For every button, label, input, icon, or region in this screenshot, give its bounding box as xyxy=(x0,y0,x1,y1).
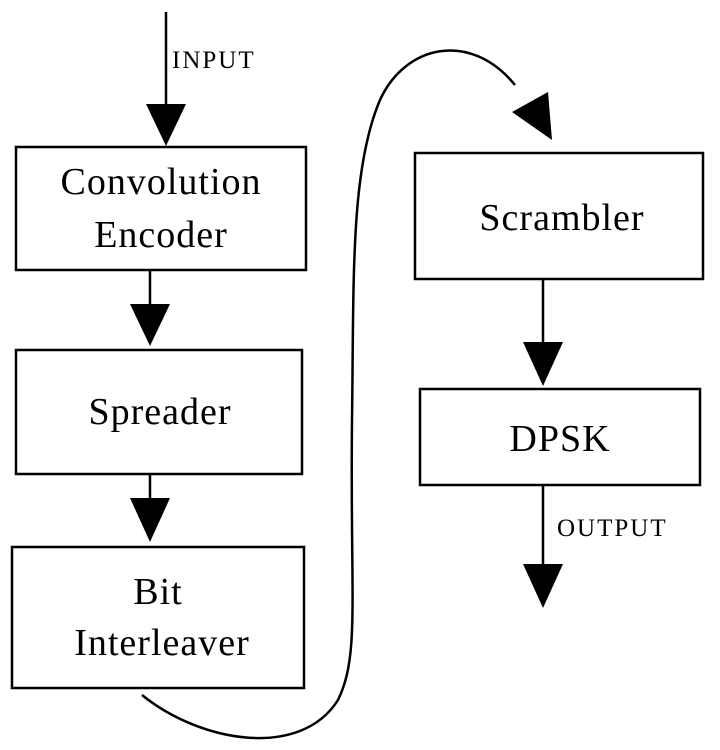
output-arrow xyxy=(523,485,563,608)
dpsk-block: DPSK xyxy=(418,387,702,487)
arrow-scrambler-to-dpsk xyxy=(523,279,563,386)
curve-interleaver-to-scrambler xyxy=(141,49,552,740)
convolution-encoder-label-line-1: Convolution xyxy=(60,161,261,203)
input-arrow xyxy=(146,12,186,146)
dpsk-label: DPSK xyxy=(509,418,610,460)
bit-interleaver-label-line-2: Interleaver xyxy=(74,622,250,664)
input-label: INPUT xyxy=(172,47,256,74)
scrambler-block: Scrambler xyxy=(413,151,705,281)
spreader-block: Spreader xyxy=(14,348,304,476)
convolution-encoder-block: Convolution Encoder xyxy=(14,145,308,272)
scrambler-label: Scrambler xyxy=(479,197,644,239)
arrow-spreader-to-interleaver xyxy=(130,474,170,542)
bit-interleaver-block: Bit Interleaver xyxy=(10,545,306,690)
arrow-encoder-to-spreader xyxy=(130,270,170,346)
spreader-label: Spreader xyxy=(88,391,231,433)
output-label: OUTPUT xyxy=(557,515,668,542)
convolution-encoder-label-line-2: Encoder xyxy=(94,214,228,256)
bit-interleaver-label-line-1: Bit xyxy=(133,571,182,613)
